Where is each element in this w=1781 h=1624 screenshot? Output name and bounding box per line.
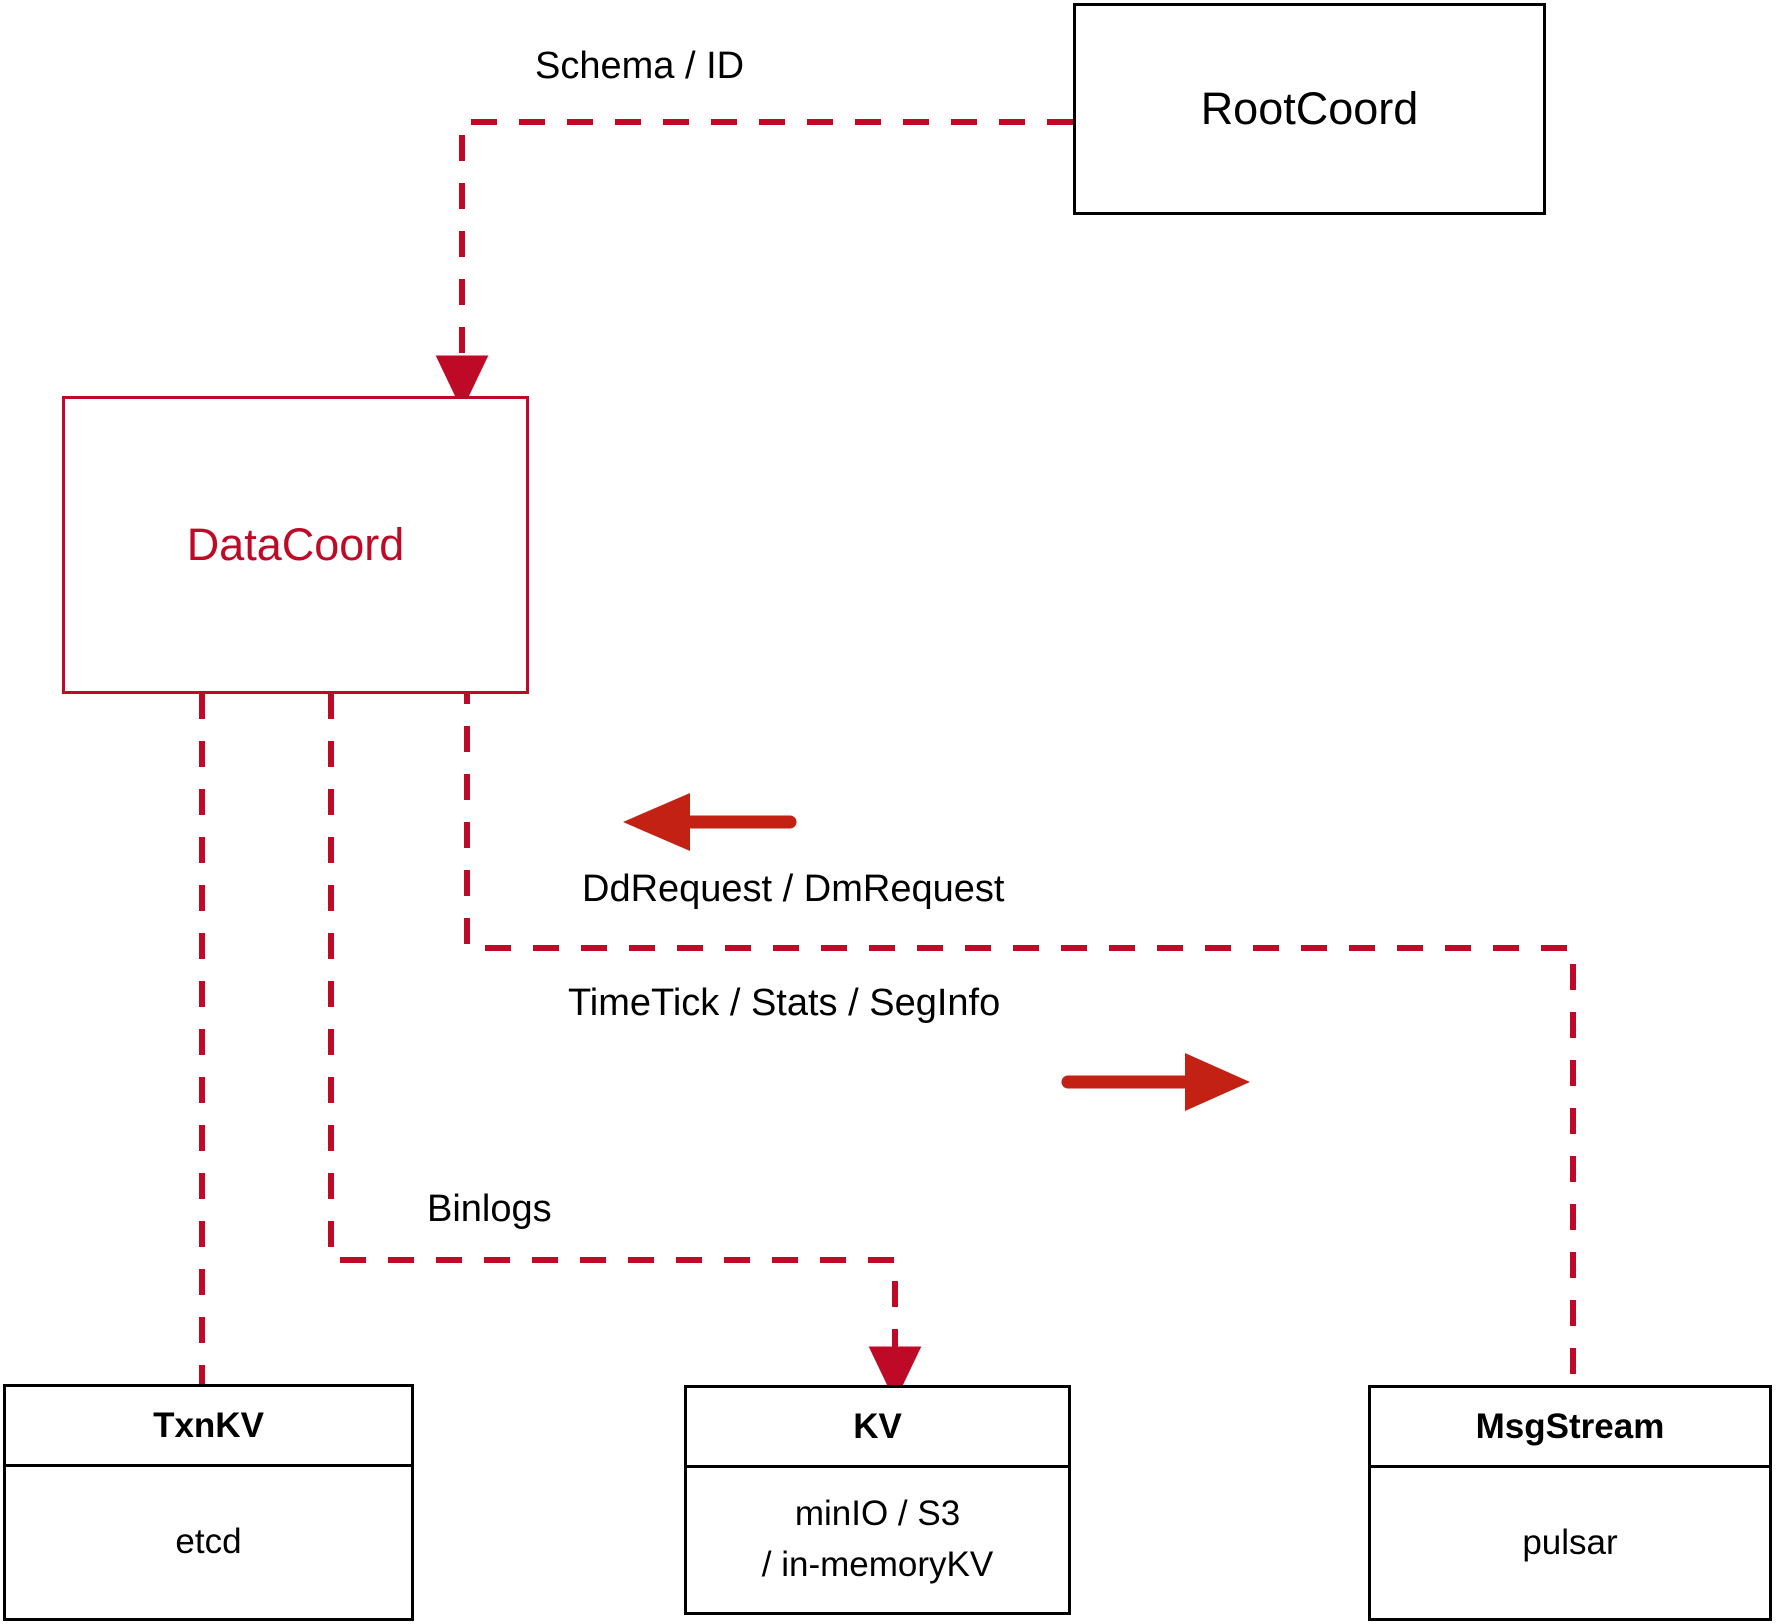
edge-msgstream-datacoord [440,616,1576,1374]
node-txnkv-body: etcd [175,1522,242,1562]
node-msgstream[interactable]: MsgStream pulsar [1368,1385,1772,1621]
node-txnkv[interactable]: TxnKV etcd [3,1384,414,1621]
direction-arrow-right [1061,1053,1250,1111]
node-msgstream-body: pulsar [1522,1522,1618,1562]
node-kv-body: minIO / S3 / in-memoryKV [687,1468,1068,1612]
node-rootcoord-label: RootCoord [1200,83,1419,134]
edge-label-timetick-stats-seginfo: TimeTick / Stats / SegInfo [568,982,1001,1024]
node-datacoord-label: DataCoord [186,519,405,570]
edge-binlogs [328,693,922,1402]
edge-label-dd-dm-request: DdRequest / DmRequest [582,868,1005,910]
node-rootcoord[interactable]: RootCoord [1073,3,1546,215]
node-msgstream-header: MsgStream [1371,1388,1769,1468]
node-kv-header: KV [687,1388,1068,1468]
node-txnkv-header: TxnKV [6,1387,411,1467]
node-kv[interactable]: KV minIO / S3 / in-memoryKV [684,1385,1071,1615]
node-datacoord[interactable]: DataCoord [62,396,529,694]
edge-schema-id [435,119,1073,411]
node-kv-body-line2: / in-memoryKV [761,1545,994,1584]
edge-label-binlogs: Binlogs [427,1188,552,1230]
node-kv-body-line1: minIO / S3 [794,1494,961,1534]
edge-label-schema-id: Schema / ID [535,45,745,87]
direction-arrow-left [623,793,797,851]
